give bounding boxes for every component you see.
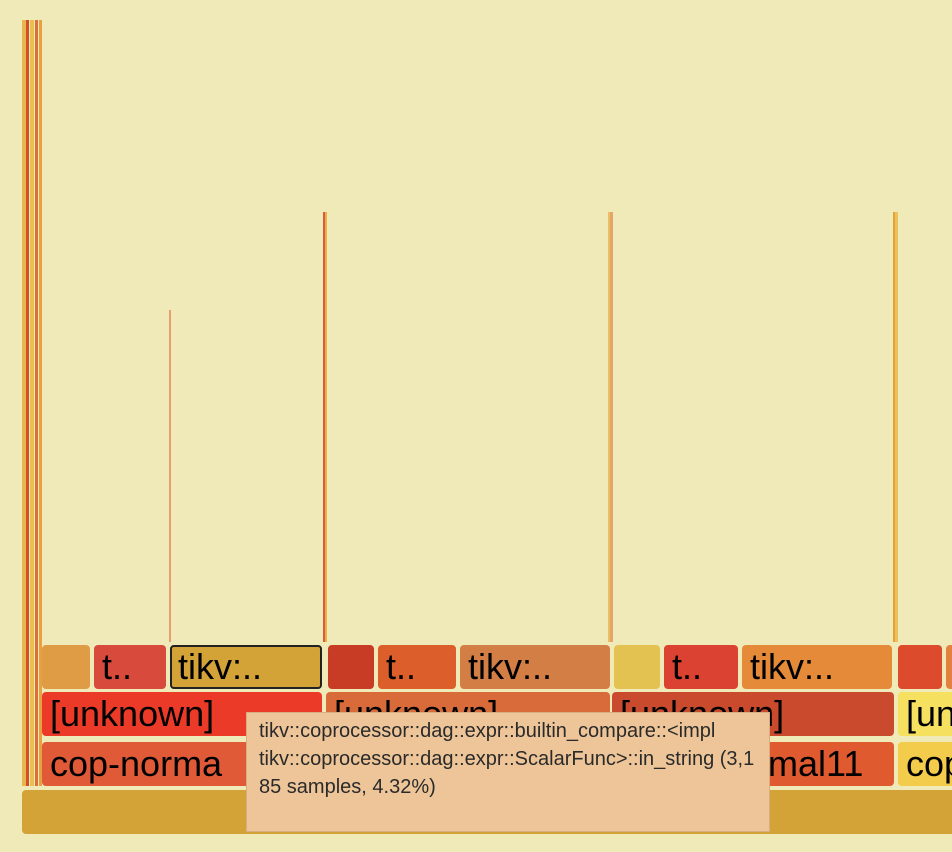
frame-unknown[interactable]: [unknown] — [42, 692, 322, 736]
thin-stack[interactable] — [323, 212, 327, 642]
thin-stack-left[interactable] — [22, 20, 42, 786]
thin-stack[interactable] — [608, 212, 613, 642]
frame-tikv-selected[interactable]: tikv:.. — [170, 645, 322, 689]
frame-tikv[interactable]: t.. — [94, 645, 166, 689]
frame-tikv[interactable]: tikv:.. — [460, 645, 610, 689]
thin-stack[interactable] — [893, 212, 898, 642]
frame-tikv[interactable]: tikv:.. — [742, 645, 892, 689]
tooltip-line: tikv::coprocessor::dag::expr::ScalarFunc… — [259, 748, 755, 798]
thin-stack[interactable] — [169, 310, 171, 642]
frame-small[interactable] — [614, 645, 660, 689]
frame-tikv[interactable]: t.. — [664, 645, 738, 689]
frame-small[interactable] — [898, 645, 942, 689]
frame-tikv[interactable]: t.. — [378, 645, 456, 689]
frame-tooltip: tikv::coprocessor::dag::expr::builtin_co… — [246, 712, 770, 832]
frame-unknown[interactable]: [un — [898, 692, 952, 736]
frame-cop-normal[interactable]: cop-norma — [42, 742, 264, 786]
frame-small[interactable] — [328, 645, 374, 689]
frame-small[interactable] — [946, 645, 952, 689]
frame-cop-normal[interactable]: mal11 — [760, 742, 894, 786]
frame-cop-normal[interactable]: cop — [898, 742, 952, 786]
tooltip-line: tikv::coprocessor::dag::expr::builtin_co… — [259, 720, 716, 742]
frame-small[interactable] — [42, 645, 90, 689]
